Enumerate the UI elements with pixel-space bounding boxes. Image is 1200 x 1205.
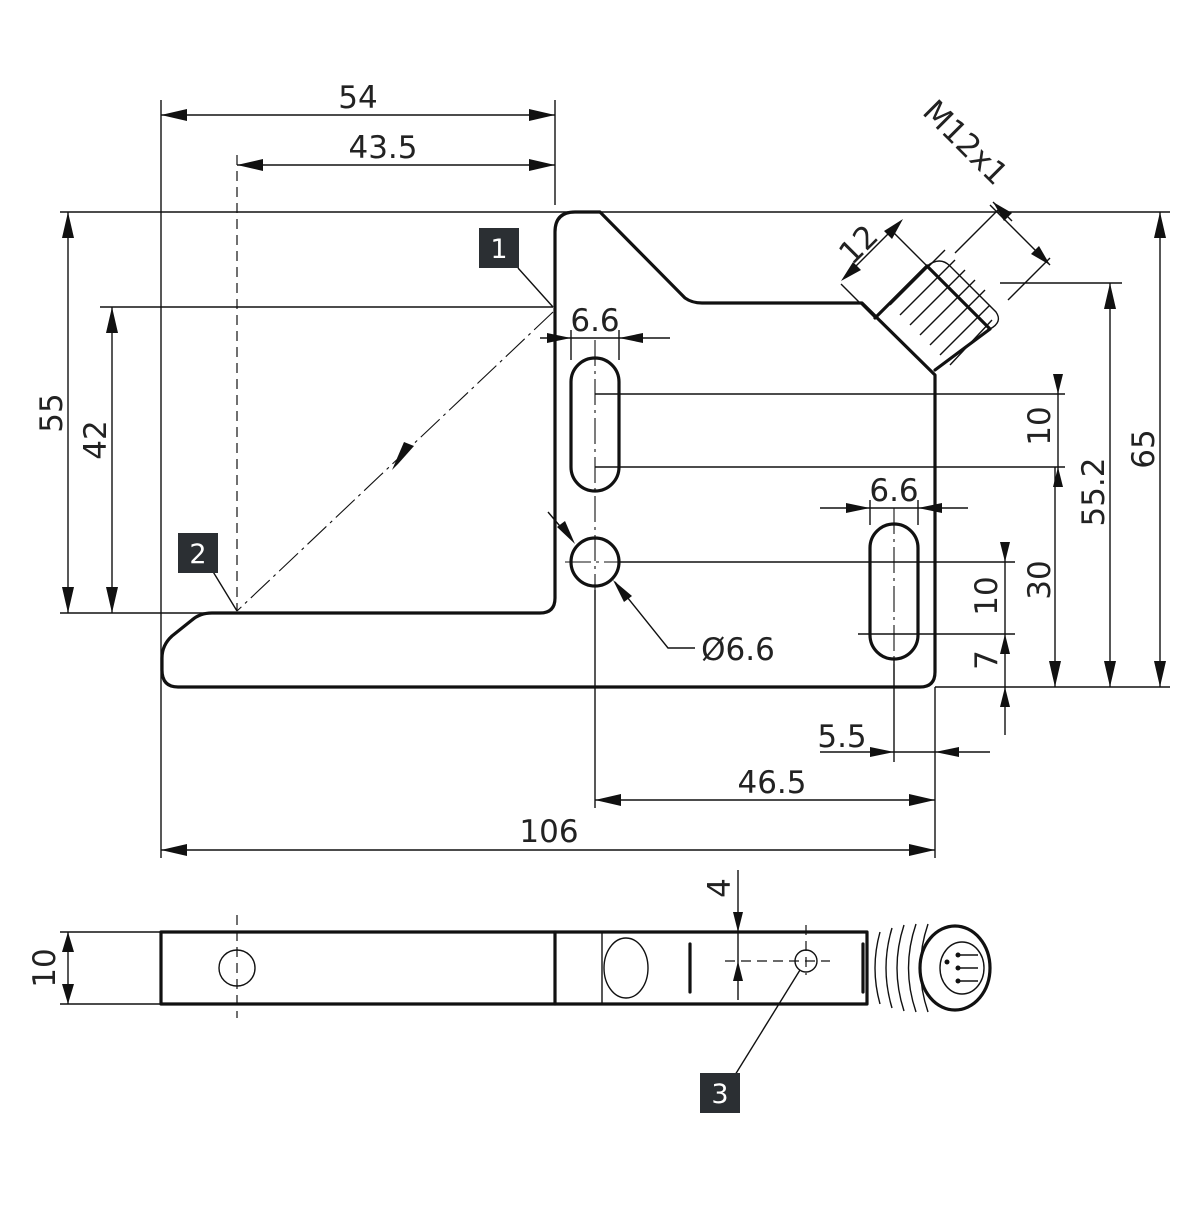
svg-text:2: 2 <box>189 539 206 570</box>
connector-front <box>873 249 1000 372</box>
dim-label-43-5: 43.5 <box>348 130 417 166</box>
callout-3: 3 <box>700 1073 740 1113</box>
dim-label-slot-length-top: 10 <box>1022 406 1058 445</box>
dim-label-55-2: 55.2 <box>1076 457 1112 526</box>
dim-label-46-5: 46.5 <box>737 765 806 801</box>
dim-label-5-5: 5.5 <box>817 719 866 755</box>
dim-label-m12x1: M12x1 <box>915 93 1014 192</box>
callout-1: 1 <box>479 228 519 268</box>
dim-label-slot-width-bottom: 6.6 <box>869 473 918 509</box>
dim-label-65: 65 <box>1126 429 1162 468</box>
dim-label-4: 4 <box>702 878 738 898</box>
callout-2-leader <box>211 569 238 612</box>
svg-text:3: 3 <box>711 1079 728 1110</box>
optical-axis-line <box>236 311 554 612</box>
dim-label-106: 106 <box>519 814 578 850</box>
optical-axis-arrow <box>392 442 414 470</box>
side-view <box>60 870 992 1076</box>
dim-label-12: 12 <box>832 218 885 271</box>
dim-label-slot-length-bottom: 10 <box>969 576 1005 615</box>
side-view-body <box>159 930 869 1006</box>
callout-1-leader <box>517 267 554 308</box>
dim-label-54: 54 <box>338 80 377 116</box>
sensor-body-outline <box>160 210 937 689</box>
dim-label-30: 30 <box>1022 560 1058 599</box>
dim-label-hole-diameter: Ø6.6 <box>701 632 775 668</box>
dim-label-slot-width-top: 6.6 <box>570 303 619 339</box>
dimension-lines <box>60 100 1170 858</box>
svg-text:1: 1 <box>490 234 507 265</box>
dim-label-7: 7 <box>969 650 1005 670</box>
dim-label-42: 42 <box>78 420 114 459</box>
callout-2: 2 <box>178 533 218 573</box>
dim-label-55: 55 <box>34 393 70 432</box>
dim-label-thickness-10: 10 <box>27 948 63 987</box>
